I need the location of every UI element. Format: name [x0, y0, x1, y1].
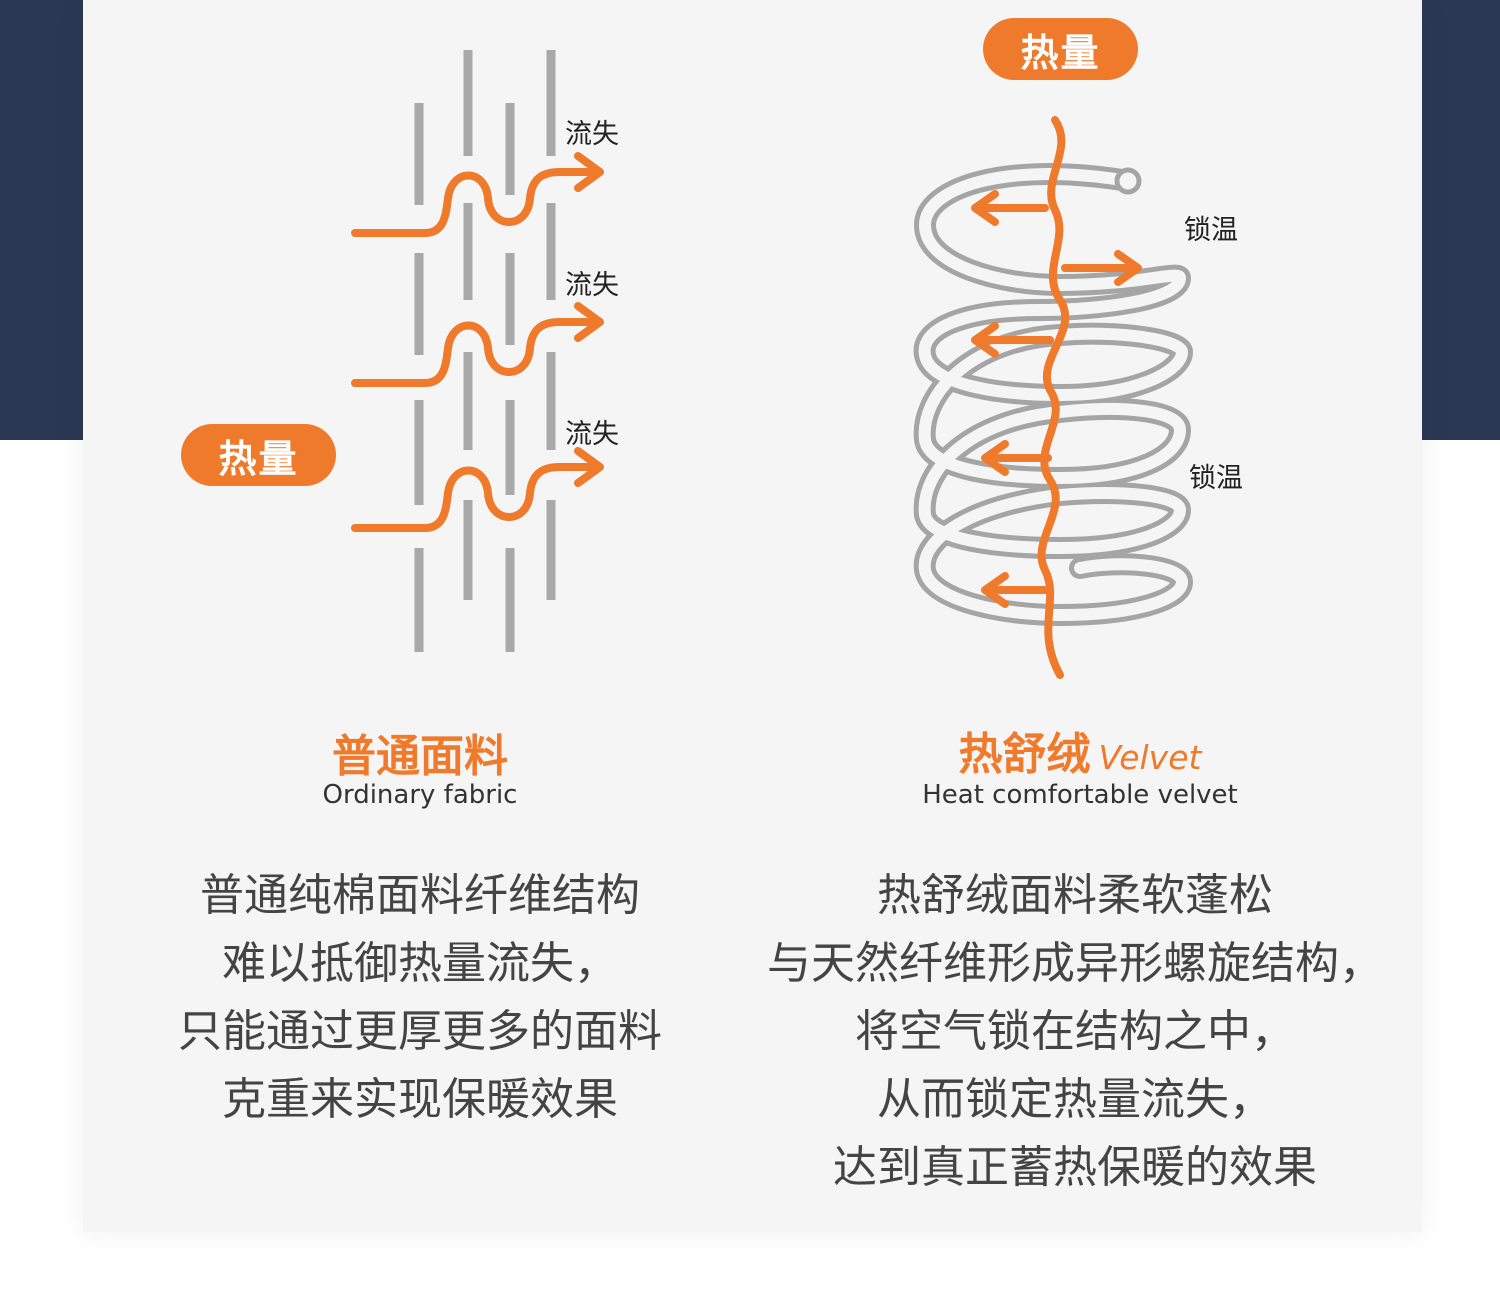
lock-label: 锁温 [1189, 456, 1243, 495]
ordinary-fabric-subtitle: Ordinary fabric [270, 780, 570, 810]
velvet-title-suffix: Velvet [1099, 738, 1202, 777]
loss-label: 流失 [565, 263, 619, 302]
heat-badge-left: 热量 [181, 424, 336, 486]
heat-loss-arrow-2 [355, 322, 598, 383]
description-line: 热舒绒面料柔软蓬松 [735, 862, 1415, 930]
heat-loss-arrows [355, 156, 600, 528]
lock-label: 锁温 [1184, 208, 1238, 247]
loss-label: 流失 [565, 112, 619, 151]
velvet-title-cn: 热舒绒 [959, 729, 1091, 780]
description-line: 只能通过更厚更多的面料 [140, 998, 700, 1066]
description-line: 普通纯棉面料纤维结构 [140, 862, 700, 930]
ordinary-fabric-description: 普通纯棉面料纤维结构 难以抵御热量流失， 只能通过更厚更多的面料 克重来实现保暖… [140, 862, 700, 1134]
description-line: 将空气锁在结构之中， [735, 998, 1415, 1066]
ordinary-fabric-title: 普通面料 [270, 720, 570, 784]
heat-loss-arrow-1 [355, 172, 598, 233]
heat-loss-arrow-3 [355, 467, 598, 528]
description-line: 与天然纤维形成异形螺旋结构， [735, 930, 1415, 998]
velvet-subtitle: Heat comfortable velvet [880, 780, 1280, 810]
heat-badge-right: 热量 [983, 18, 1138, 80]
description-line: 达到真正蓄热保暖的效果 [735, 1134, 1415, 1202]
spiral-end [1117, 170, 1139, 192]
description-line: 难以抵御热量流失， [140, 930, 700, 998]
loss-label: 流失 [565, 412, 619, 451]
description-line: 从而锁定热量流失， [735, 1066, 1415, 1134]
description-line: 克重来实现保暖效果 [140, 1066, 700, 1134]
velvet-description: 热舒绒面料柔软蓬松 与天然纤维形成异形螺旋结构， 将空气锁在结构之中， 从而锁定… [735, 862, 1415, 1202]
